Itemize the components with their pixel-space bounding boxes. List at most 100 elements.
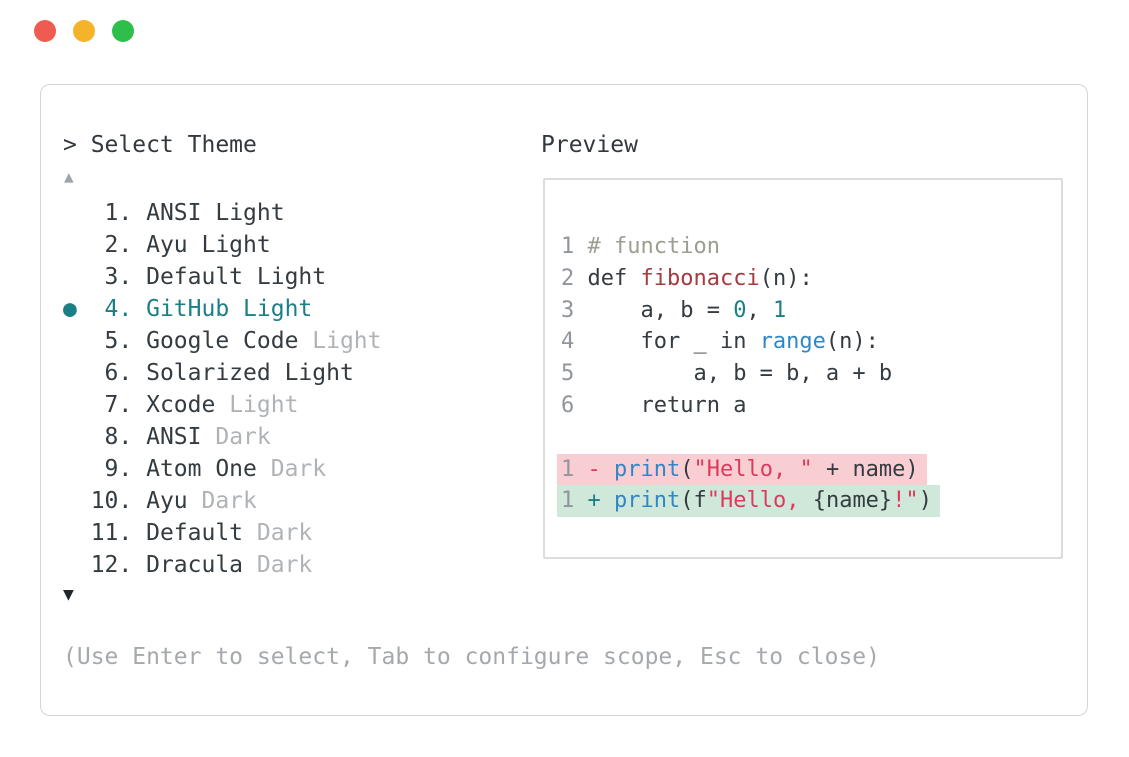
theme-item-name: Ayu [146,232,202,258]
theme-item-number: 7. [90,392,147,418]
theme-item-variant: Light [229,392,299,418]
line-number: 6 [561,392,588,418]
theme-item-variant: Dark [270,456,327,482]
theme-item-number: 1. [90,200,147,226]
code-segment: ) [918,488,932,514]
theme-item-name: Atom One [146,456,271,482]
zoom-window-button[interactable] [112,20,134,42]
code-segment: (n): [759,265,813,291]
theme-item-marker [63,424,91,450]
code-segment: "Hello, " [693,456,813,482]
theme-item-marker [63,520,91,546]
line-number: 4 [561,329,588,355]
code-segment: {name} [812,488,893,514]
code-segment: !" [892,488,919,514]
code-segment: a, b = b, a + b [587,361,893,387]
theme-list-item[interactable]: 1. ANSI Light [63,197,382,229]
theme-list-item[interactable]: 9. Atom One Dark [63,453,382,485]
theme-item-number: 10. [90,488,147,514]
theme-list-item[interactable]: 10. Ayu Dark [63,485,382,517]
code-segment: range [759,329,826,355]
theme-list-item[interactable]: 8. ANSI Dark [63,421,382,453]
theme-list-item-selected[interactable]: ● 4. GitHub Light [63,293,382,325]
theme-item-variant: Light [201,232,271,258]
theme-item-name: ANSI [146,424,216,450]
theme-picker-panel: > Select Theme Preview ▲ 1. ANSI Light 2… [40,84,1088,716]
theme-item-variant: Dark [215,424,271,450]
theme-item-name: Xcode [146,392,230,418]
theme-item-number: 4. [90,296,147,322]
line-number: 5 [561,361,588,387]
theme-item-name: Dracula [146,552,257,578]
theme-list-item[interactable]: 2. Ayu Light [63,229,382,261]
scroll-up-icon[interactable]: ▲ [64,167,74,186]
line-number: 1 [561,488,588,514]
theme-item-marker [63,328,91,354]
diff-line-removed: 1 - print("Hello, " + name) [557,453,1061,486]
theme-item-name: Solarized [146,360,285,386]
code-segment: for _ in [587,329,760,355]
code-segment: print [614,488,681,514]
code-segment: a, b = [587,297,734,323]
theme-item-variant: Light [312,328,382,354]
code-segment: - [587,456,614,482]
theme-item-variant: Dark [201,488,257,514]
line-number: 2 [561,265,588,291]
code-line: 4 for _ in range(n): [561,326,1061,358]
theme-item-name: GitHub [146,296,244,322]
line-number: 3 [561,297,588,323]
theme-list-item[interactable]: 5. Google Code Light [63,325,382,357]
code-segment: fibonacci [640,265,760,291]
theme-list-item[interactable]: 12. Dracula Dark [63,549,382,581]
code-segment: 1 [772,297,787,323]
code-segment: ( [680,456,694,482]
code-segment: (f [680,488,707,514]
theme-item-number: 5. [90,328,147,354]
theme-item-variant: Light [256,264,327,290]
theme-item-number: 6. [90,360,147,386]
theme-list-item[interactable]: 7. Xcode Light [63,389,382,421]
theme-item-variant: Dark [256,552,313,578]
theme-item-marker [63,200,91,226]
code-line: 2 def fibonacci(n): [561,263,1061,295]
code-segment: , [746,297,773,323]
scroll-down-icon[interactable]: ▼ [63,584,74,605]
line-number: 1 [561,456,588,482]
theme-list-item[interactable]: 6. Solarized Light [63,357,382,389]
code-line: 1 # function [561,231,1061,263]
theme-item-number: 3. [90,264,147,290]
theme-item-number: 12. [90,552,147,578]
code-segment: + name) [812,456,919,482]
theme-item-marker [63,264,91,290]
theme-item-variant: Light [215,200,285,226]
theme-list-item[interactable]: 3. Default Light [63,261,382,293]
code-segment: + [587,488,614,514]
theme-item-variant: Light [243,296,313,322]
preview-label: Preview [541,132,638,158]
theme-item-name: Ayu [146,488,202,514]
code-line: 6 return a [561,390,1061,422]
theme-item-marker [63,456,91,482]
code-segment: def [587,265,641,291]
theme-item-marker [63,488,91,514]
theme-item-variant: Light [284,360,354,386]
theme-item-name: ANSI [146,200,216,226]
theme-item-number: 9. [90,456,147,482]
close-window-button[interactable] [34,20,56,42]
theme-item-number: 8. [90,424,147,450]
code-segment: return a [587,392,747,418]
diff-line-added: 1 + print(f"Hello, {name}!") [557,485,1061,518]
blank-line [561,422,1061,454]
theme-item-variant: Dark [256,520,313,546]
minimize-window-button[interactable] [73,20,95,42]
theme-item-name: Default [146,520,257,546]
select-theme-prompt: > Select Theme [63,132,257,158]
code-line: 3 a, b = 0, 1 [561,295,1061,327]
code-line: 5 a, b = b, a + b [561,358,1061,390]
code-segment: "Hello, [706,488,813,514]
theme-list-item[interactable]: 11. Default Dark [63,517,382,549]
diff-highlight-added: 1 + print(f"Hello, {name}!") [557,485,940,518]
diff-highlight-removed: 1 - print("Hello, " + name) [557,453,927,486]
